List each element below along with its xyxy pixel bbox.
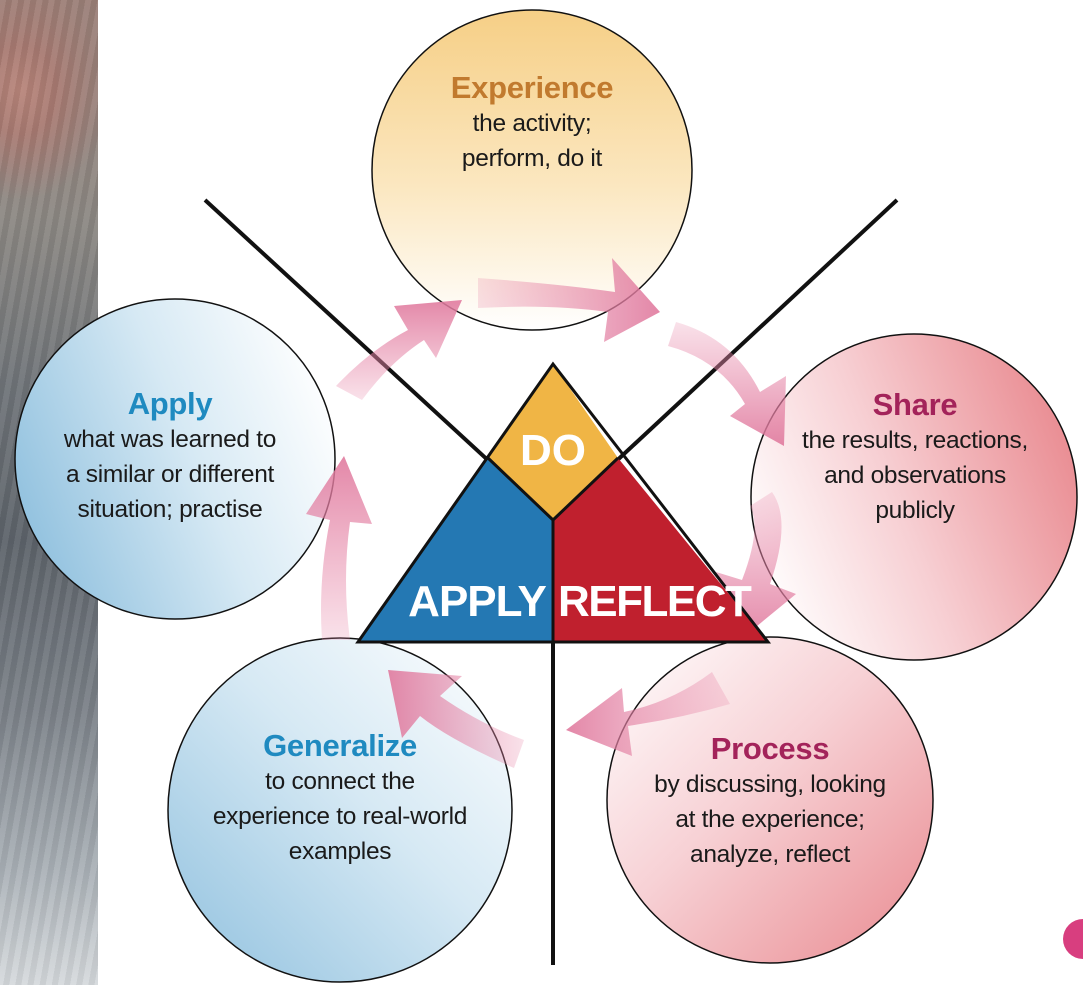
- apply-text: Apply what was learned to a similar or d…: [20, 386, 320, 527]
- process-title: Process: [710, 731, 830, 766]
- process-line-1: by discussing, looking: [654, 771, 886, 798]
- share-line-1: the results, reactions,: [802, 427, 1028, 454]
- generalize-line-3: examples: [288, 838, 392, 865]
- share-line-3: publicly: [875, 497, 955, 524]
- process-line-3: analyze, reflect: [690, 841, 850, 868]
- experience-title: Experience: [450, 70, 614, 105]
- arrow-process-to-generalize: [566, 672, 730, 756]
- page-corner-badge: [1063, 919, 1083, 959]
- share-text: Share the results, reactions, and observ…: [770, 387, 1060, 528]
- process-text: Process by discussing, looking at the ex…: [600, 731, 940, 872]
- apply-line-2: a similar or different: [65, 461, 275, 488]
- triangle-apply-label: APPLY: [408, 577, 547, 626]
- experience-line-2: perform, do it: [461, 145, 603, 172]
- arrow-apply-to-experience: [336, 300, 462, 400]
- experience-line-1: the activity;: [472, 110, 592, 137]
- generalize-text: Generalize to connect the experience to …: [170, 728, 510, 869]
- arrow-share-to-process-top: [668, 322, 786, 446]
- triangle-divider-left: [486, 456, 555, 522]
- apply-title: Apply: [127, 386, 213, 421]
- triangle-reflect-section: [553, 458, 768, 642]
- triangle-reflect-label: REFLECT: [558, 577, 752, 626]
- share-circle: [750, 333, 1078, 661]
- triangle-do-label: DO: [520, 426, 586, 475]
- arrow-generalize-to-apply-up: [306, 456, 372, 640]
- generalize-line-1: to connect the: [265, 768, 415, 795]
- apply-circle: [14, 298, 336, 620]
- process-circle: [606, 636, 934, 964]
- share-title: Share: [872, 387, 958, 422]
- experience-circle: [371, 9, 693, 331]
- process-line-2: at the experience;: [675, 806, 865, 833]
- experience-text: Experience the activity; perform, do it: [412, 70, 652, 176]
- triangle-apply-section: [358, 458, 553, 642]
- share-line-2: and observations: [824, 462, 1006, 489]
- arrow-generalize-to-apply: [388, 670, 524, 768]
- generalize-title: Generalize: [263, 728, 417, 763]
- apply-line-3: situation; practise: [77, 496, 263, 523]
- triangle-outline: [355, 361, 772, 644]
- triangle-divider-right: [551, 456, 620, 522]
- triangle-do-section: [488, 364, 618, 520]
- generalize-line-2: experience to real-world: [212, 803, 468, 830]
- apply-line-1: what was learned to: [63, 426, 277, 453]
- arrow-experience-to-share: [478, 258, 660, 342]
